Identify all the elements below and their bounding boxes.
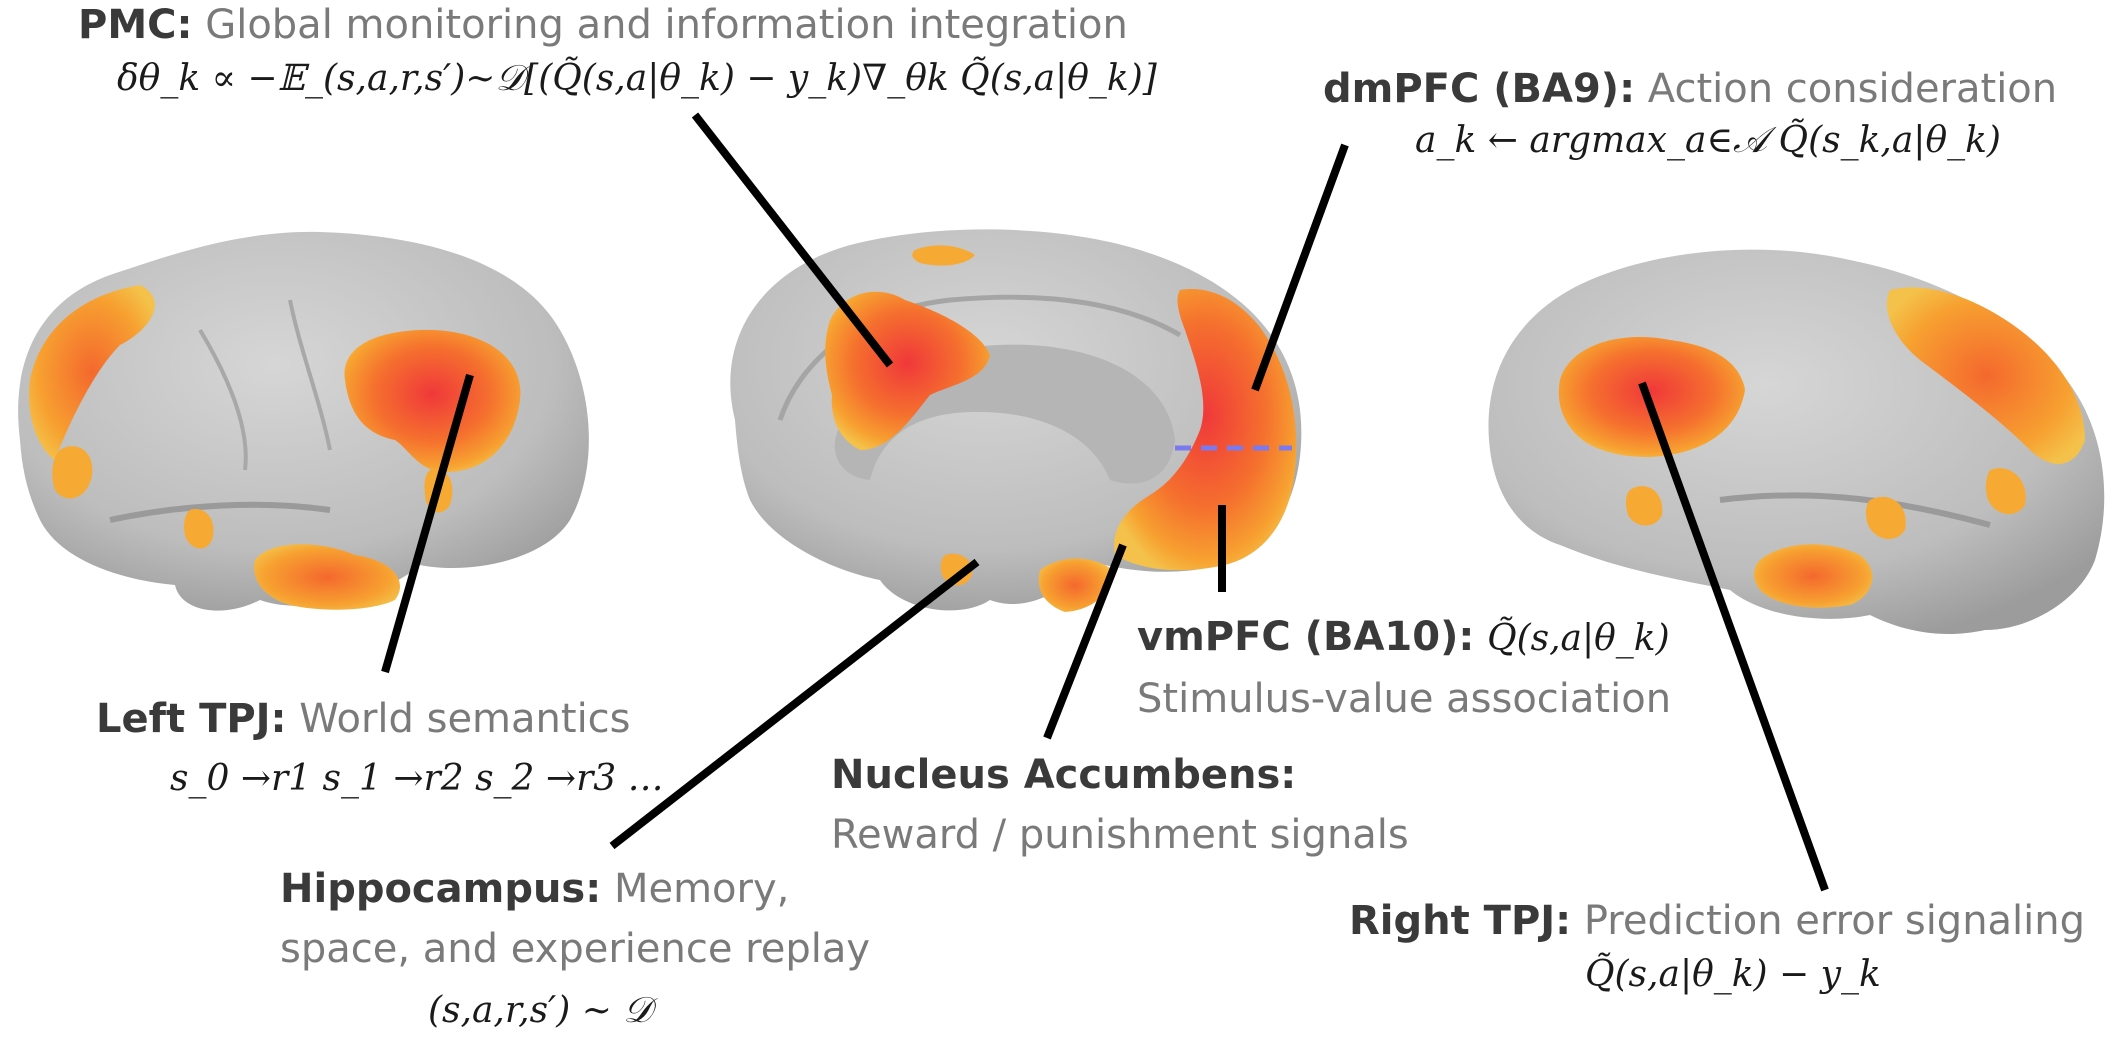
left-tpj-leader-line (381, 373, 474, 674)
right-frontal-spot (1865, 496, 1906, 540)
left-temporal-spot (184, 509, 214, 549)
leader-lines (381, 112, 1829, 892)
nucleus-accumbens-name: Nucleus Accumbens: (831, 752, 1297, 798)
hippocampus-formula: (s,a,r,s′) ∼ 𝒟 (428, 990, 653, 1031)
right-tpj-name: Right TPJ: (1349, 898, 1572, 944)
hippocampus-activation (940, 553, 973, 586)
left-hemisphere-surface (18, 231, 589, 611)
vmpfc-formula: Q̃(s,a|θ_k) (1487, 618, 1670, 659)
right-tpj-activation (1558, 336, 1745, 457)
vmpfc-label: vmPFC (BA10): Q̃(s,a|θ_k) (1137, 614, 1670, 660)
right-tpj-label: Right TPJ: Prediction error signaling (1349, 898, 2085, 944)
dmpfc-name: dmPFC (BA9): (1323, 66, 1636, 112)
pmc-description: Global monitoring and information integr… (205, 2, 1128, 48)
nucleus-accumbens-description: Reward / punishment signals (831, 812, 1409, 858)
mpfc-activation (1114, 289, 1297, 571)
left-sylvian-fissure (109, 501, 331, 523)
left-tpj-label: Left TPJ: World semantics (96, 696, 631, 742)
medial-hemisphere-icon (730, 229, 1302, 612)
right-tpj-formula: Q̃(s,a|θ_k) − y_k (1585, 954, 1881, 995)
vmpfc-description: Stimulus-value association (1137, 676, 1672, 722)
right-hemisphere-lateral-icon (1488, 249, 2105, 635)
left-hemisphere-lateral-icon (18, 231, 589, 611)
left-sulcus (198, 299, 332, 471)
dmpfc-formula: a_k ← argmax_a∈𝒜 Q̃(s_k,a|θ_k) (1415, 120, 2001, 161)
pmc-formula: δθ_k ∝ −𝔼_(s,a,r,s′)∼𝒟[(Q̃(s,a|θ_k) − y_… (117, 58, 1157, 99)
hippocampus-label: Hippocampus: Memory, (280, 866, 789, 912)
dmpfc-description: Action consideration (1647, 66, 2058, 112)
left-tpj-activation (344, 329, 521, 473)
pmc-leader-line (691, 112, 894, 368)
hippocampus-description-line2: space, and experience replay (280, 926, 871, 972)
left-tpj-formula: s_0 →r1 s_1 →r2 s_2 →r3 … (170, 758, 664, 799)
right-sylvian-fissure (1719, 492, 1991, 528)
pmc-label: PMC: Global monitoring and information i… (78, 2, 1128, 48)
dmpfc-leader-line (1251, 143, 1349, 392)
pmc-name: PMC: (78, 2, 193, 48)
hippocampus-description-line1: Memory, (613, 866, 790, 912)
left-tpj-name: Left TPJ: (96, 696, 287, 742)
dmpfc-label: dmPFC (BA9): Action consideration (1323, 66, 2057, 112)
hippocampus-name: Hippocampus: (280, 866, 602, 912)
left-temporal-activation (254, 544, 401, 610)
hippocampus-leader-line (609, 558, 980, 850)
left-tpj-description: World semantics (299, 696, 631, 742)
medial-top-spot (912, 245, 975, 266)
right-tpj-description: Prediction error signaling (1583, 898, 2086, 944)
right-temporal-activation (1754, 544, 1873, 608)
right-anterior-spot (1985, 468, 2026, 515)
right-mid-spot (1625, 486, 1663, 526)
medial-sulcus (777, 294, 1182, 421)
left-frontal-activation (29, 285, 155, 460)
right-frontal-activation (1886, 287, 2085, 464)
right-tpj-leader-line (1638, 381, 1829, 892)
vmpfc-name: vmPFC (BA10): (1137, 614, 1475, 660)
nucleus-accumbens-leader-line (1043, 543, 1127, 740)
nucleus-accumbens-activation (1038, 558, 1111, 612)
left-frontal-spot (52, 446, 93, 499)
